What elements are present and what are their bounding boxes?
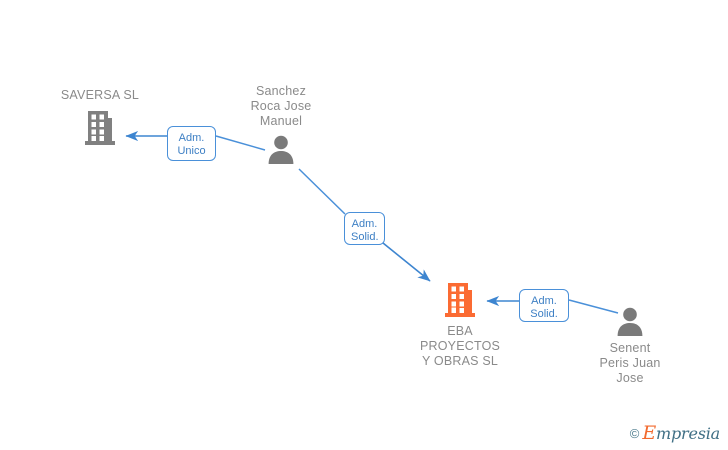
node-sanchez[interactable]: Sanchez Roca Jose Manuel [226, 84, 336, 165]
building-icon [40, 109, 160, 147]
node-label-eba: EBA PROYECTOS Y OBRAS SL [419, 324, 501, 368]
person-icon [578, 305, 682, 337]
node-eba[interactable]: EBA PROYECTOS Y OBRAS SL [395, 280, 525, 369]
node-label-saversa: SAVERSA SL [60, 88, 140, 102]
building-icon [395, 280, 525, 320]
edge-admsolid-to-eba [382, 242, 431, 282]
brand-name: Empresia [642, 422, 720, 444]
brand-initial: E [642, 422, 656, 444]
copyright-icon: © [629, 425, 640, 441]
node-saversa[interactable]: SAVERSA SL [40, 88, 160, 147]
brand-rest: mpresia [656, 424, 720, 443]
edge-sanchez-to-admsolid [298, 168, 346, 215]
watermark-empresia: © Empresia [630, 422, 720, 444]
relation-tag-adm-unico[interactable]: Adm. Unico [167, 126, 216, 161]
relation-tag-adm-solid-sanchez-eba[interactable]: Adm. Solid. [344, 212, 385, 245]
person-icon [226, 133, 336, 165]
node-senent[interactable]: Senent Peris Juan Jose [578, 305, 682, 386]
node-label-sanchez: Sanchez Roca Jose Manuel [250, 84, 312, 128]
relation-tag-adm-solid-senent-eba[interactable]: Adm. Solid. [519, 289, 569, 322]
node-label-senent: Senent Peris Juan Jose [599, 341, 661, 385]
